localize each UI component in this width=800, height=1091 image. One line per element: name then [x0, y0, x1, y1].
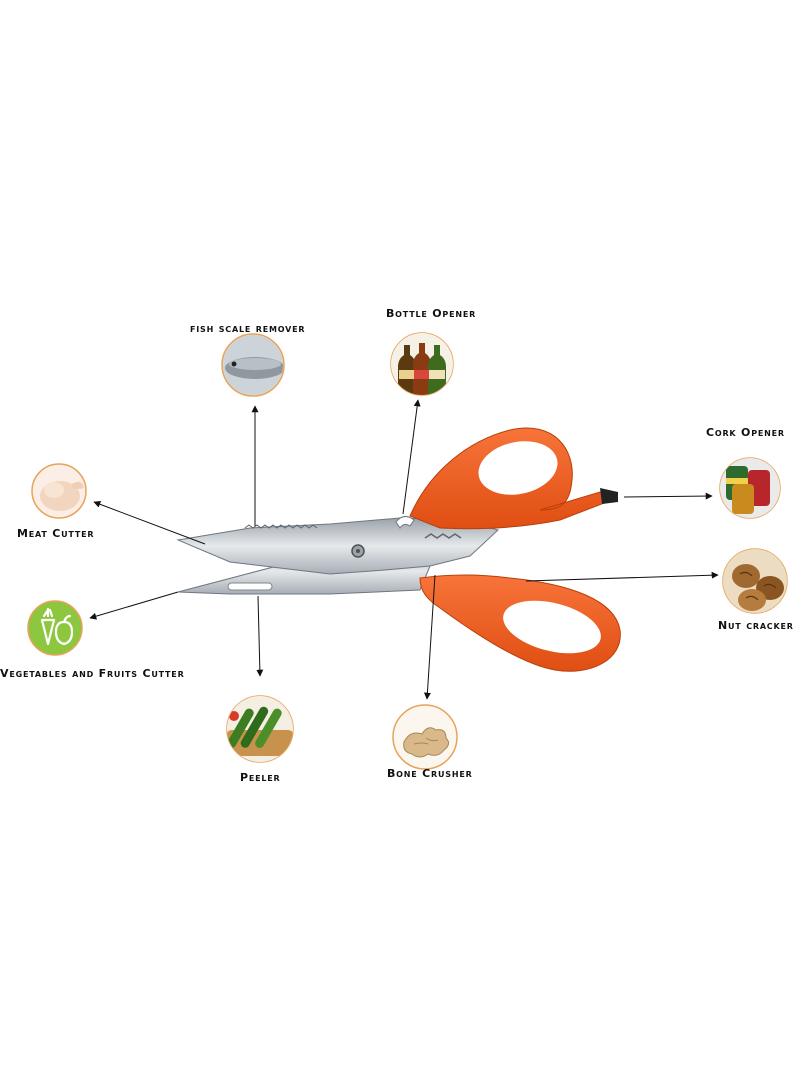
- arrow-vegetables: [89, 591, 179, 620]
- bone-icon: [392, 704, 458, 770]
- label-cork-opener: Cork Opener: [706, 426, 785, 439]
- label-bottle-opener: Bottle Opener: [386, 307, 477, 320]
- serrated-edge: [244, 524, 318, 529]
- bottle-opener-notch: [395, 516, 415, 529]
- label-meat-cutter: Meat Cutter: [17, 527, 95, 540]
- lower-finger-hole: [503, 600, 601, 654]
- meat-icon: [31, 463, 87, 519]
- peeler-slot: [227, 582, 273, 591]
- arrow-bone: [423, 574, 436, 700]
- fish-icon: [221, 333, 285, 397]
- cork-icon: [719, 457, 781, 519]
- label-peeler: Peeler: [240, 771, 281, 784]
- kitchen-scissors: [176, 427, 621, 672]
- upper-finger-hole: [478, 441, 558, 495]
- arrow-nut: [525, 571, 719, 582]
- label-nut-cracker: Nut cracker: [718, 619, 794, 632]
- arrow-cork: [623, 492, 713, 500]
- bone-crusher-teeth: [424, 533, 462, 539]
- label-vegetables-fruits-cutter: Vegetables and Fruits Cutter: [0, 667, 185, 680]
- arrow-bottle: [402, 399, 421, 515]
- nuts-icon: [722, 548, 788, 614]
- arrow-peeler: [256, 595, 264, 677]
- cork-opener-tip: [600, 488, 618, 504]
- upper-blade: [176, 517, 500, 575]
- arrow-meat: [93, 500, 206, 545]
- cucumbers-icon: [226, 695, 294, 763]
- vegetables-fruits-icon: [27, 600, 83, 656]
- arrows: [89, 399, 719, 700]
- label-bone-crusher: Bone Crusher: [387, 767, 473, 780]
- label-fish-scale-remover: fish scale remover: [190, 322, 306, 335]
- bottles-icon: [390, 332, 454, 396]
